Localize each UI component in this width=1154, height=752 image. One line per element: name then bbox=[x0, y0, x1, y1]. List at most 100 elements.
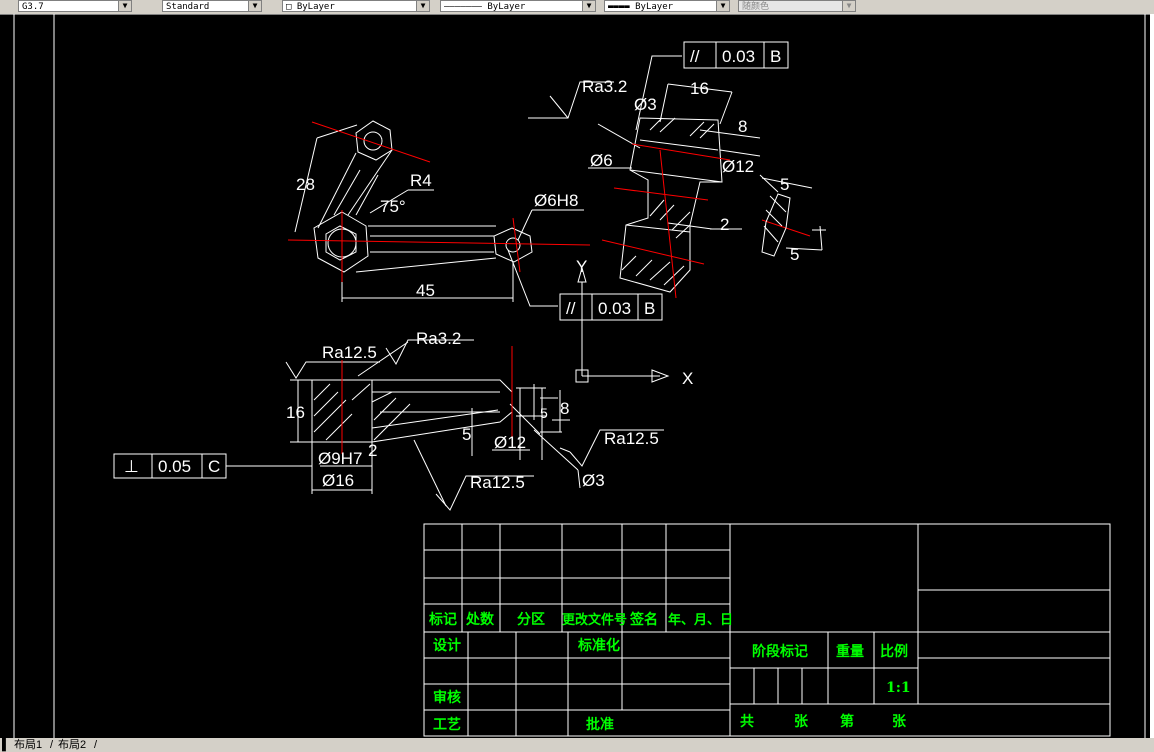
dim-5-c: 5 bbox=[462, 425, 471, 444]
tol-datum-top: B bbox=[770, 47, 781, 66]
tb-pizhun: 批准 bbox=[586, 716, 614, 733]
bottom-view bbox=[226, 339, 664, 511]
dim-dia3-b: Ø3 bbox=[582, 471, 605, 490]
chevron-down-icon[interactable]: ▼ bbox=[118, 1, 131, 11]
dim-dia6h8: Ø6H8 bbox=[534, 191, 578, 210]
dim-style-icon[interactable] bbox=[142, 0, 156, 12]
tol-value-bottom: 0.05 bbox=[158, 457, 191, 476]
ucs-x-label: X bbox=[682, 369, 693, 388]
ra-125-b: Ra12.5 bbox=[604, 429, 659, 448]
dim-dia16: Ø16 bbox=[322, 471, 354, 490]
tb-sheji: 设计 bbox=[433, 637, 461, 654]
dim-45: 45 bbox=[416, 281, 435, 300]
tol-datum-mid: B bbox=[644, 299, 655, 318]
dim-2: 2 bbox=[720, 215, 729, 234]
tb-fenqu: 分区 bbox=[517, 612, 545, 628]
tab-separator-end: / bbox=[94, 739, 98, 751]
dim-16-top: 16 bbox=[690, 79, 709, 98]
ra-125-a: Ra12.5 bbox=[322, 343, 377, 362]
dim-dia3-top: Ø3 bbox=[634, 95, 657, 114]
tb-jieduan: 阶段标记 bbox=[752, 643, 808, 660]
lineweight-dropdown[interactable]: ▬▬▬▬ ByLayer ▼ bbox=[604, 0, 730, 12]
tab-layout2[interactable]: 布局2 bbox=[58, 739, 87, 751]
color-dropdown[interactable]: □ ByLayer ▼ bbox=[282, 0, 430, 12]
dim-dia12-b: Ø12 bbox=[494, 433, 526, 452]
dim-28: 28 bbox=[296, 175, 315, 194]
tb-biaozhunhua: 标准化 bbox=[577, 637, 620, 654]
tol-symbol-top: // bbox=[690, 47, 700, 66]
tol-symbol-bottom: ⊥ bbox=[124, 457, 139, 476]
tb-zhang1: 张 bbox=[794, 714, 809, 730]
tb-di: 第 bbox=[840, 713, 854, 730]
tab-separator: / bbox=[50, 739, 54, 751]
dim-2-b: 2 bbox=[368, 441, 377, 460]
ucs-icon bbox=[575, 266, 670, 383]
dim-8-top: 8 bbox=[738, 117, 747, 136]
tb-gong: 共 bbox=[740, 713, 754, 730]
ra-32-b: Ra3.2 bbox=[416, 329, 461, 348]
linetype-sample: ——————— bbox=[444, 2, 482, 12]
tolerance-frame-mid bbox=[559, 293, 663, 321]
lever-view bbox=[294, 120, 584, 307]
section-centerlines bbox=[601, 143, 811, 299]
tb-qianming: 签名 bbox=[629, 611, 658, 628]
tolerance-frame-top bbox=[683, 41, 789, 69]
tol-symbol-mid: // bbox=[566, 299, 576, 318]
lineweight-value: ByLayer bbox=[635, 2, 674, 12]
tb-shenhe: 审核 bbox=[433, 689, 461, 706]
drawing-canvas[interactable]: 28 R4 75° Ø6H8 45 Y X Ra3.2 Ø3 16 8 Ø6 Ø… bbox=[0, 14, 1154, 738]
tol-datum-bottom: C bbox=[208, 457, 220, 476]
lever-centerlines bbox=[287, 121, 591, 282]
chevron-down-icon[interactable]: ▼ bbox=[582, 1, 595, 11]
tb-bili: 比例 bbox=[880, 643, 908, 660]
color-swatch-icon: □ bbox=[286, 2, 292, 12]
plot-style-dropdown[interactable]: 随颜色 ▼ bbox=[738, 0, 856, 12]
properties-toolbar: G3.7 ▼ Standard ▼ □ ByLayer ▼ ——————— By… bbox=[0, 0, 1154, 15]
dim-style-value: Standard bbox=[166, 2, 210, 12]
lineweight-sample: ▬▬▬▬ bbox=[608, 2, 630, 12]
dim-5-b: 5 bbox=[790, 245, 799, 264]
dim-5-d: 5 bbox=[540, 405, 548, 421]
dim-8-b: 8 bbox=[560, 399, 569, 418]
chevron-down-icon[interactable]: ▼ bbox=[416, 1, 429, 11]
chevron-down-icon[interactable]: ▼ bbox=[842, 1, 855, 11]
tb-gongyi: 工艺 bbox=[433, 716, 461, 733]
dim-style-dropdown[interactable]: Standard ▼ bbox=[162, 0, 262, 12]
tb-zhongliang: 重量 bbox=[836, 643, 864, 660]
dim-5-a: 5 bbox=[780, 175, 789, 194]
tol-value-top: 0.03 bbox=[722, 47, 755, 66]
chevron-down-icon[interactable]: ▼ bbox=[716, 1, 729, 11]
text-style-value: G3.7 bbox=[22, 2, 44, 12]
ucs-y-label: Y bbox=[576, 257, 587, 276]
tab-prefix: ▌ bbox=[2, 739, 10, 751]
tb-nianyueri: 年、月、日 bbox=[668, 612, 733, 628]
detail-view bbox=[759, 174, 826, 257]
tb-biaoji: 标记 bbox=[428, 611, 457, 628]
title-block-grid bbox=[423, 523, 1111, 737]
text-style-icon[interactable] bbox=[2, 0, 16, 12]
dim-16-side: 16 bbox=[286, 403, 305, 422]
dim-r4: R4 bbox=[410, 171, 432, 190]
layout-tabs-bar: ▌ 布局1 / 布局2 / bbox=[0, 738, 1154, 752]
tolerance-frame-bottom bbox=[113, 453, 227, 479]
ra-top: Ra3.2 bbox=[582, 77, 627, 96]
linetype-value: ByLayer bbox=[487, 2, 526, 12]
dim-dia12-top: Ø12 bbox=[722, 157, 754, 176]
vertical-scrollbar[interactable] bbox=[1150, 14, 1154, 738]
text-style-dropdown[interactable]: G3.7 ▼ bbox=[18, 0, 132, 12]
dim-dia9h7: Ø9H7 bbox=[318, 449, 362, 468]
plot-style-value: 随颜色 bbox=[742, 2, 770, 12]
tb-zhang2: 张 bbox=[892, 714, 907, 730]
tol-value-mid: 0.03 bbox=[598, 299, 631, 318]
tb-scale: 1:1 bbox=[886, 680, 911, 696]
dim-dia6: Ø6 bbox=[590, 151, 613, 170]
color-value: ByLayer bbox=[296, 2, 335, 12]
dim-75deg: 75° bbox=[380, 197, 406, 216]
ra-125-c: Ra12.5 bbox=[470, 473, 525, 492]
tb-chushu: 处数 bbox=[465, 611, 495, 628]
chevron-down-icon[interactable]: ▼ bbox=[248, 1, 261, 11]
tb-genggai: 更改文件号 bbox=[562, 612, 627, 628]
tab-layout1[interactable]: 布局1 bbox=[14, 739, 43, 751]
bottom-centerlines bbox=[341, 346, 513, 454]
linetype-dropdown[interactable]: ——————— ByLayer ▼ bbox=[440, 0, 596, 12]
